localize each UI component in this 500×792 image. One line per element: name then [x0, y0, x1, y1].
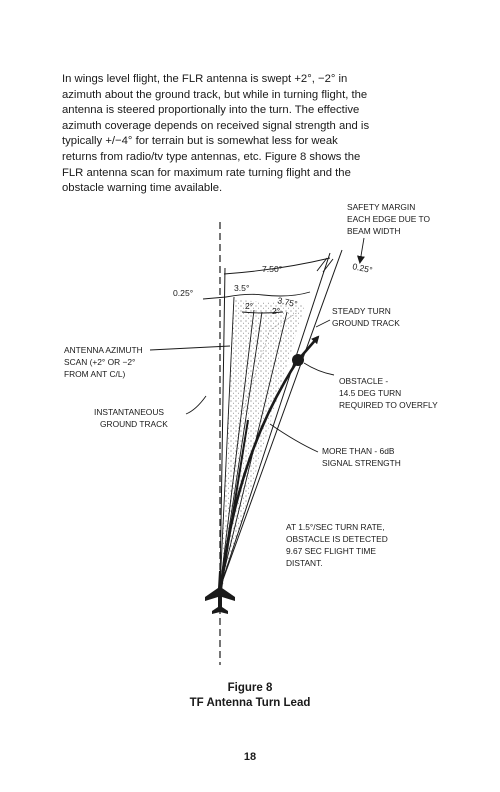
- paragraph-line: antenna is steered proportionally into t…: [62, 104, 360, 117]
- beam-edge-line: [219, 252, 331, 589]
- angle-label-outer: 3.75°: [277, 295, 299, 309]
- angle-label-scan-right: 2°: [272, 306, 280, 316]
- detection-note-label: AT 1.5°/SEC TURN RATE, OBSTACLE IS DETEC…: [286, 522, 390, 568]
- paragraph-line: In wings level flight, the FLR antenna i…: [62, 73, 348, 85]
- body-paragraph: In wings level flight, the FLR antenna i…: [62, 72, 462, 197]
- beam-edge-line: [219, 296, 235, 589]
- angle-arc-inner: [225, 293, 264, 298]
- dimension-tick: [322, 258, 334, 273]
- leader-instantaneous: [185, 395, 207, 415]
- angle-label-margin-right: 0.25°: [352, 261, 374, 275]
- paragraph-line: FLR antenna scan for maximum rate turnin…: [62, 166, 351, 179]
- paragraph-line: azimuth coverage depends on received sig…: [62, 119, 370, 132]
- angle-label-scan-left: 2°: [245, 301, 253, 311]
- angle-label-total: 7.50°: [262, 264, 282, 274]
- signal-strength-label: MORE THAN - 6dB SIGNAL STRENGTH: [322, 446, 401, 468]
- leader-steady-turn: [315, 319, 331, 328]
- beam-edge-line: [219, 309, 255, 589]
- leader-antenna-scan: [149, 345, 231, 351]
- paragraph-line: obstacle warning time available.: [62, 182, 223, 195]
- figure-title: TF Antenna Turn Lead: [189, 697, 311, 709]
- leader-signal: [269, 423, 319, 453]
- obstacle-label: OBSTACLE - 14.5 DEG TURN REQUIRED TO OVE…: [339, 376, 438, 410]
- beam-edge-line: [219, 267, 226, 589]
- figure-number: Figure 8: [227, 682, 273, 694]
- signal-coverage-region: [220, 300, 305, 588]
- page-number: 18: [243, 751, 257, 763]
- angle-arc-scan: [241, 311, 284, 314]
- leader-obstacle: [303, 362, 335, 376]
- angle-label-inner: 3.5°: [234, 283, 249, 293]
- paragraph-line: azimuth about the ground track, but whil…: [62, 88, 368, 101]
- paragraph-line: typically +/−4° for terrain but is somew…: [62, 135, 338, 148]
- leader-safety-margin: [357, 237, 365, 264]
- aircraft-icon: [205, 571, 235, 614]
- beam-edge-line: [219, 249, 343, 589]
- obstacle-marker: [292, 354, 304, 366]
- steady-turn-label: STEADY TURN GROUND TRACK: [332, 306, 400, 328]
- antenna-scan-label: ANTENNA AZIMUTH SCAN (+2° OR −2° FROM AN…: [64, 345, 145, 379]
- safety-margin-label: SAFETY MARGIN EACH EDGE DUE TO BEAM WIDT…: [347, 202, 432, 236]
- angle-arc-total: [223, 257, 331, 275]
- steady-turn-ground-track: [219, 335, 320, 589]
- angle-label-margin-left: 0.25°: [173, 288, 193, 298]
- instantaneous-track-label: INSTANTANEOUS GROUND TRACK: [94, 407, 168, 429]
- dimension-tick: [202, 296, 227, 300]
- angle-arc-outer: [262, 291, 311, 297]
- paragraph-line: returns from radio/tv type antennas, etc…: [62, 150, 361, 163]
- dimension-tick: [316, 257, 328, 272]
